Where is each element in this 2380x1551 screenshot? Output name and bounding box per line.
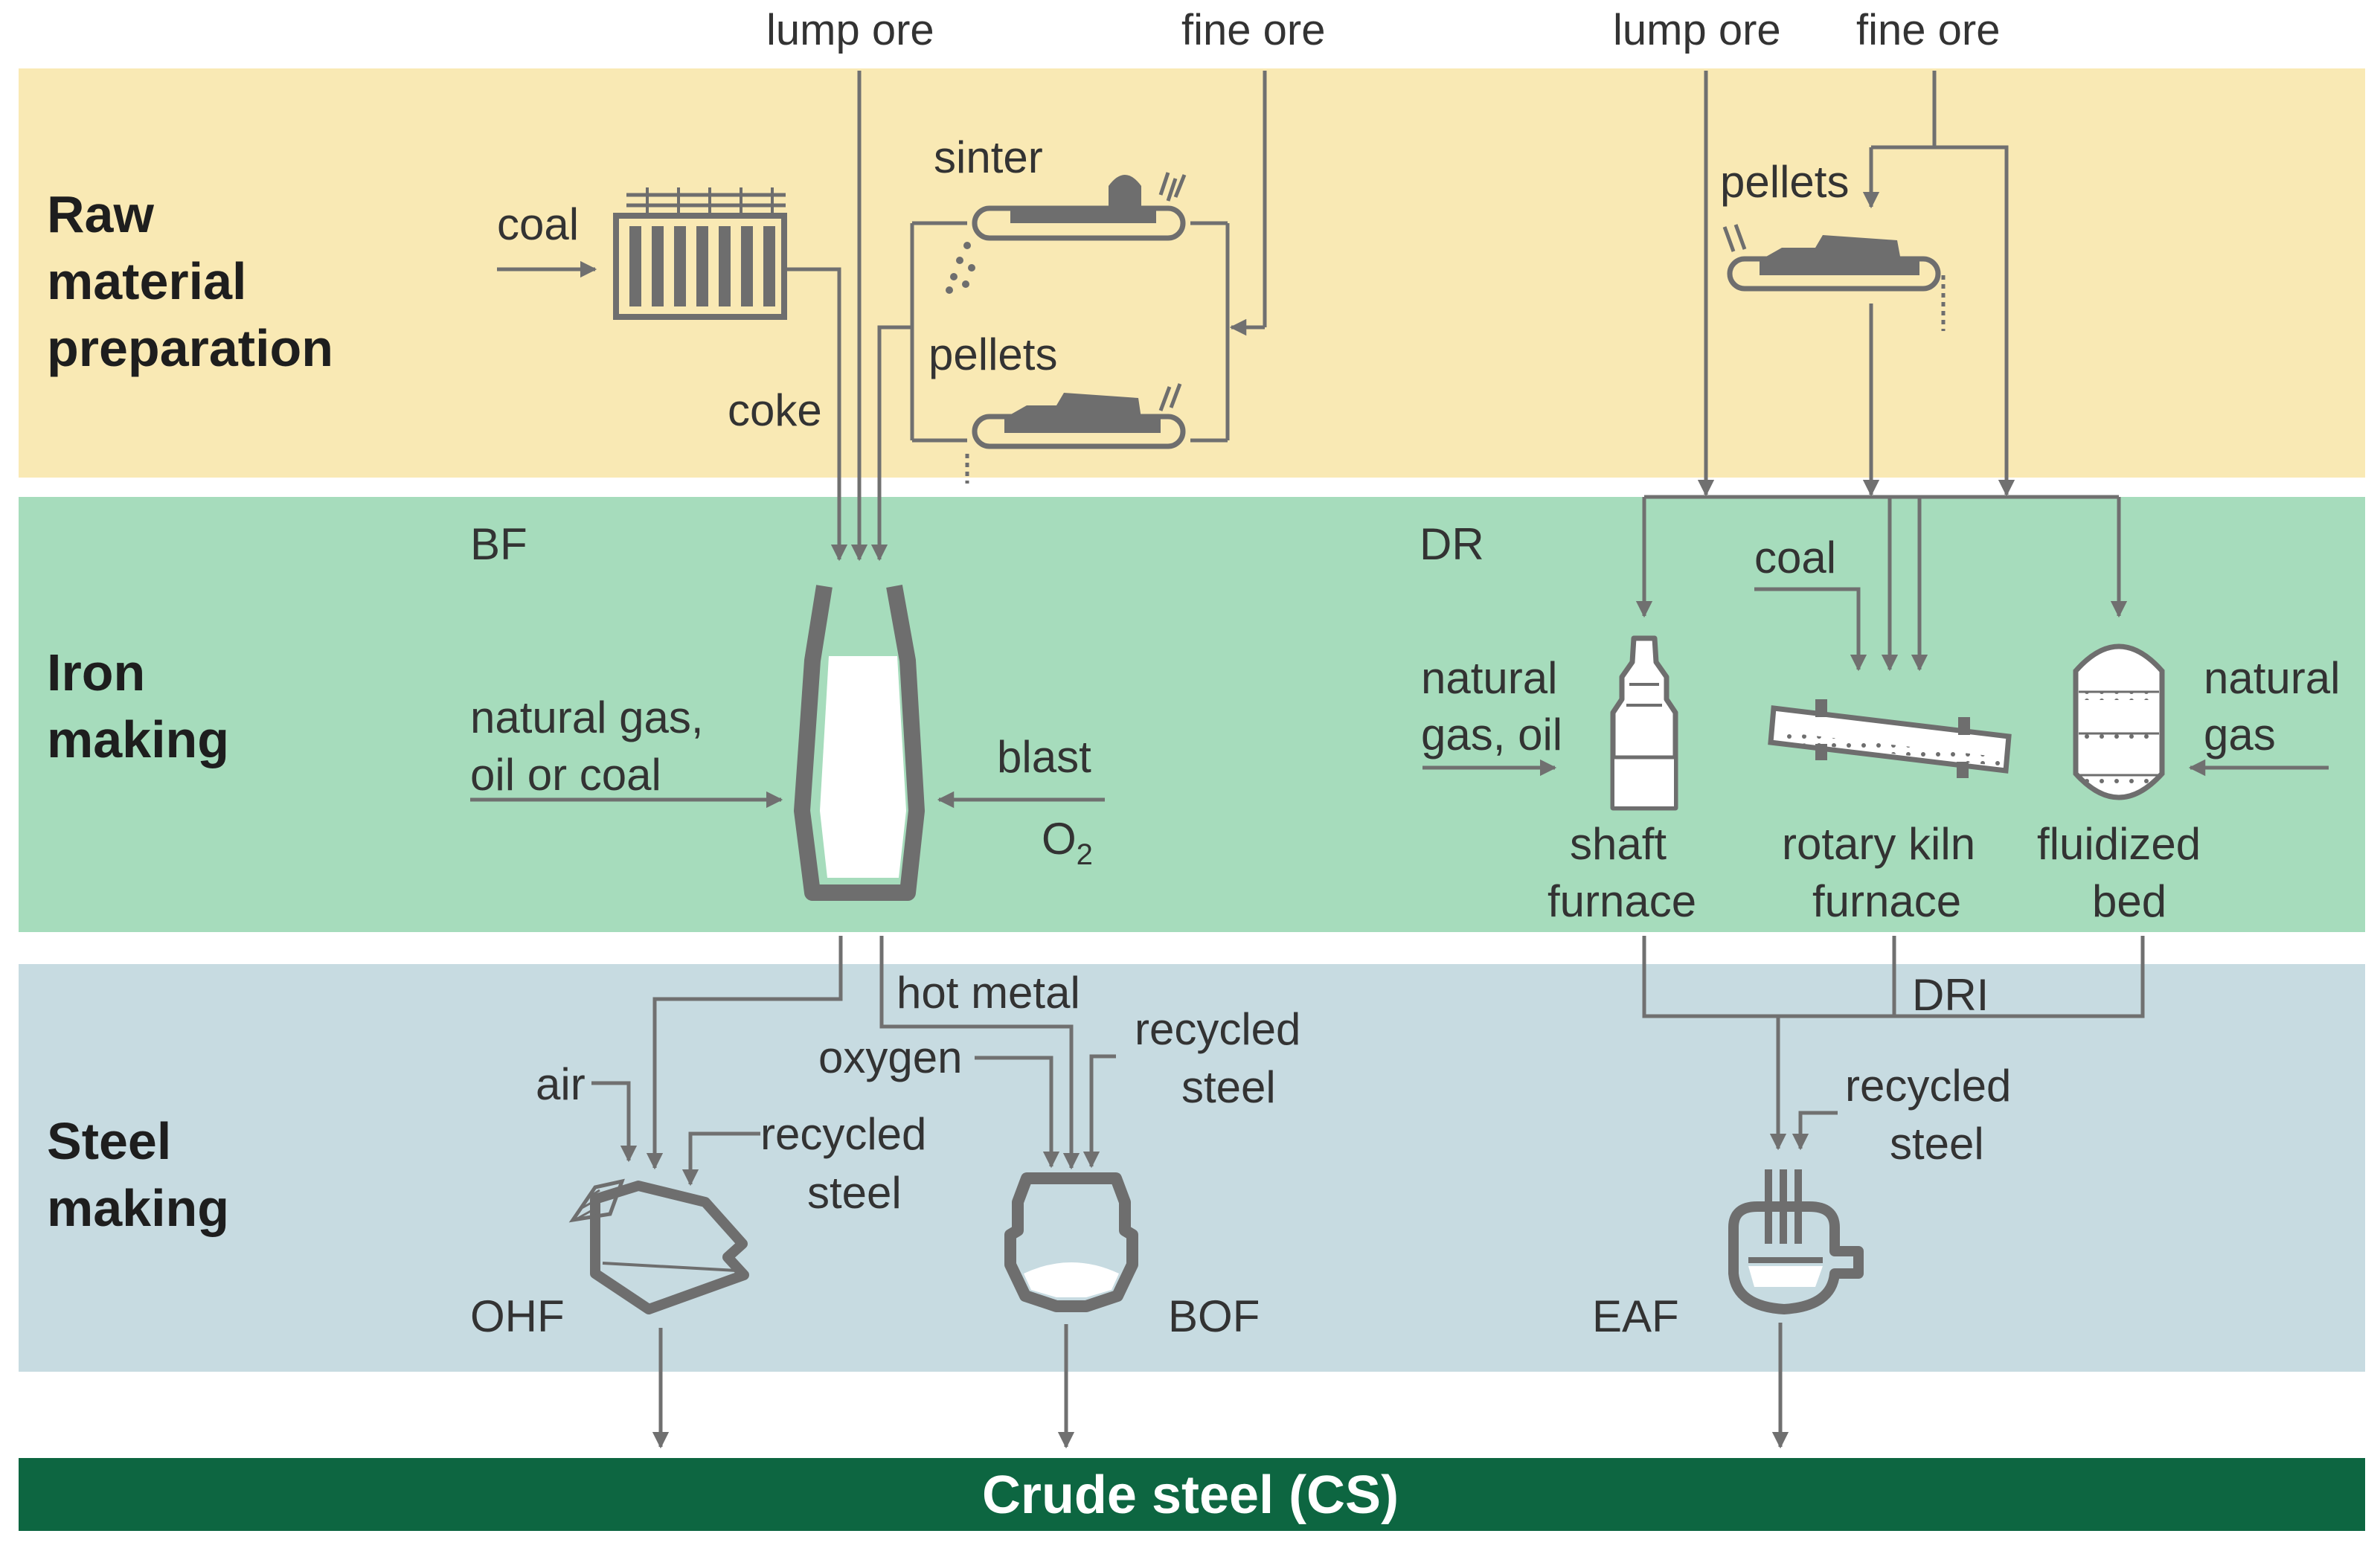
label-fine-ore-left: fine ore [1181, 6, 1325, 54]
label-recycled-bof-1: recycled [1135, 1004, 1300, 1054]
section-title-iron-2: making [47, 710, 229, 768]
label-natural-gas-1: natural [2204, 653, 2340, 703]
label-dr-fuel-1: natural [1421, 653, 1557, 703]
blast-furnace-icon [794, 585, 925, 901]
arrow-recycled-to-ohf [681, 1131, 760, 1186]
label-blast: blast [997, 732, 1091, 782]
section-title-iron-1: Iron [47, 643, 145, 701]
arrow-sinter-pellets-to-bf [879, 223, 914, 559]
label-bf-fuel-2: oil or coal [470, 750, 661, 800]
label-air: air [536, 1059, 586, 1109]
label-dr-fuel-2: gas, oil [1421, 710, 1562, 760]
arrow-air-to-ohf [591, 1081, 638, 1163]
label-lump-ore-right: lump ore [1613, 6, 1781, 54]
label-shaft-2: furnace [1547, 876, 1696, 926]
label-sinter: sinter [934, 132, 1043, 182]
label-ohf: OHF [470, 1291, 565, 1341]
label-coal-raw: coal [497, 199, 579, 249]
label-dr: DR [1420, 519, 1484, 569]
line-left-plants [912, 221, 967, 443]
pellet-plant-right-icon [1722, 224, 1946, 331]
label-eaf: EAF [1592, 1291, 1679, 1341]
label-bf: BF [470, 519, 527, 569]
arrow-hot-metal-to-bof [879, 936, 1080, 1170]
label-fluidized-1: fluidized [2037, 819, 2201, 869]
raw-material-band [19, 68, 2365, 478]
label-recycled-ohf-2: steel [807, 1168, 902, 1218]
sinter-strand-icon [946, 172, 1187, 294]
pellet-plant-left-icon [965, 383, 1186, 484]
label-recycled-ohf-1: recycled [760, 1109, 926, 1159]
label-recycled-bof-2: steel [1181, 1062, 1276, 1112]
ironmaking-band [19, 497, 2365, 932]
label-oxygen: oxygen [818, 1033, 962, 1082]
arrow-recycled-to-eaf [1792, 1111, 1838, 1151]
label-kiln-2: furnace [1812, 876, 1961, 926]
section-title-raw-3: preparation [47, 319, 333, 377]
crude-steel-label: Crude steel (CS) [982, 1465, 1399, 1525]
rotary-kiln-icon [1768, 699, 2012, 778]
label-recycled-eaf-2: steel [1890, 1119, 1984, 1169]
line-fine-ore-right [1871, 71, 2007, 495]
coke-oven-icon [613, 187, 787, 320]
section-title-raw-1: Raw [47, 185, 154, 243]
label-pellets-left: pellets [928, 330, 1057, 379]
label-bf-fuel-1: natural gas, [470, 693, 704, 742]
arrow-coal-to-kiln [1754, 587, 1867, 672]
o2-subscript: 2 [1077, 838, 1093, 871]
section-title-steel-1: Steel [47, 1112, 171, 1170]
label-lump-ore-left: lump ore [766, 6, 934, 54]
label-fine-ore-right: fine ore [1856, 6, 2000, 54]
section-title-steel-2: making [47, 1179, 229, 1237]
label-kiln-1: rotary kiln [1782, 819, 1975, 869]
line-dri-collection [1642, 936, 2145, 1018]
label-recycled-eaf-1: recycled [1845, 1061, 2011, 1111]
label-hot-metal: hot metal [896, 968, 1080, 1018]
crude-steel-bar [19, 1458, 2365, 1531]
bof-icon [1004, 1172, 1138, 1312]
ohf-icon [568, 1178, 749, 1314]
steelmaking-band [19, 964, 2365, 1372]
label-fluidized-2: bed [2092, 876, 2166, 926]
section-title-raw-2: material [47, 252, 246, 310]
label-dri: DRI [1912, 970, 1989, 1020]
label-o2: O2 [1042, 814, 1093, 871]
label-shaft-1: shaft [1570, 819, 1667, 869]
label-natural-gas-2: gas [2204, 710, 2276, 760]
eaf-icon [1728, 1169, 1864, 1314]
shaft-furnace-icon [1610, 635, 1678, 811]
arrow-coke-to-bf [787, 267, 848, 562]
label-coke: coke [728, 385, 822, 435]
fluidized-bed-icon [2073, 643, 2165, 800]
line-fine-ore-plants [1190, 221, 1230, 443]
arrow-recycled-to-bof [1082, 1054, 1116, 1169]
label-coal-dr: coal [1754, 533, 1836, 582]
arrow-hot-metal-to-ohf [646, 936, 843, 1170]
arrow-oxygen-to-bof [975, 1056, 1060, 1169]
label-bof: BOF [1168, 1291, 1260, 1341]
label-pellets-right: pellets [1720, 157, 1849, 207]
o2-text: O [1042, 814, 1077, 864]
